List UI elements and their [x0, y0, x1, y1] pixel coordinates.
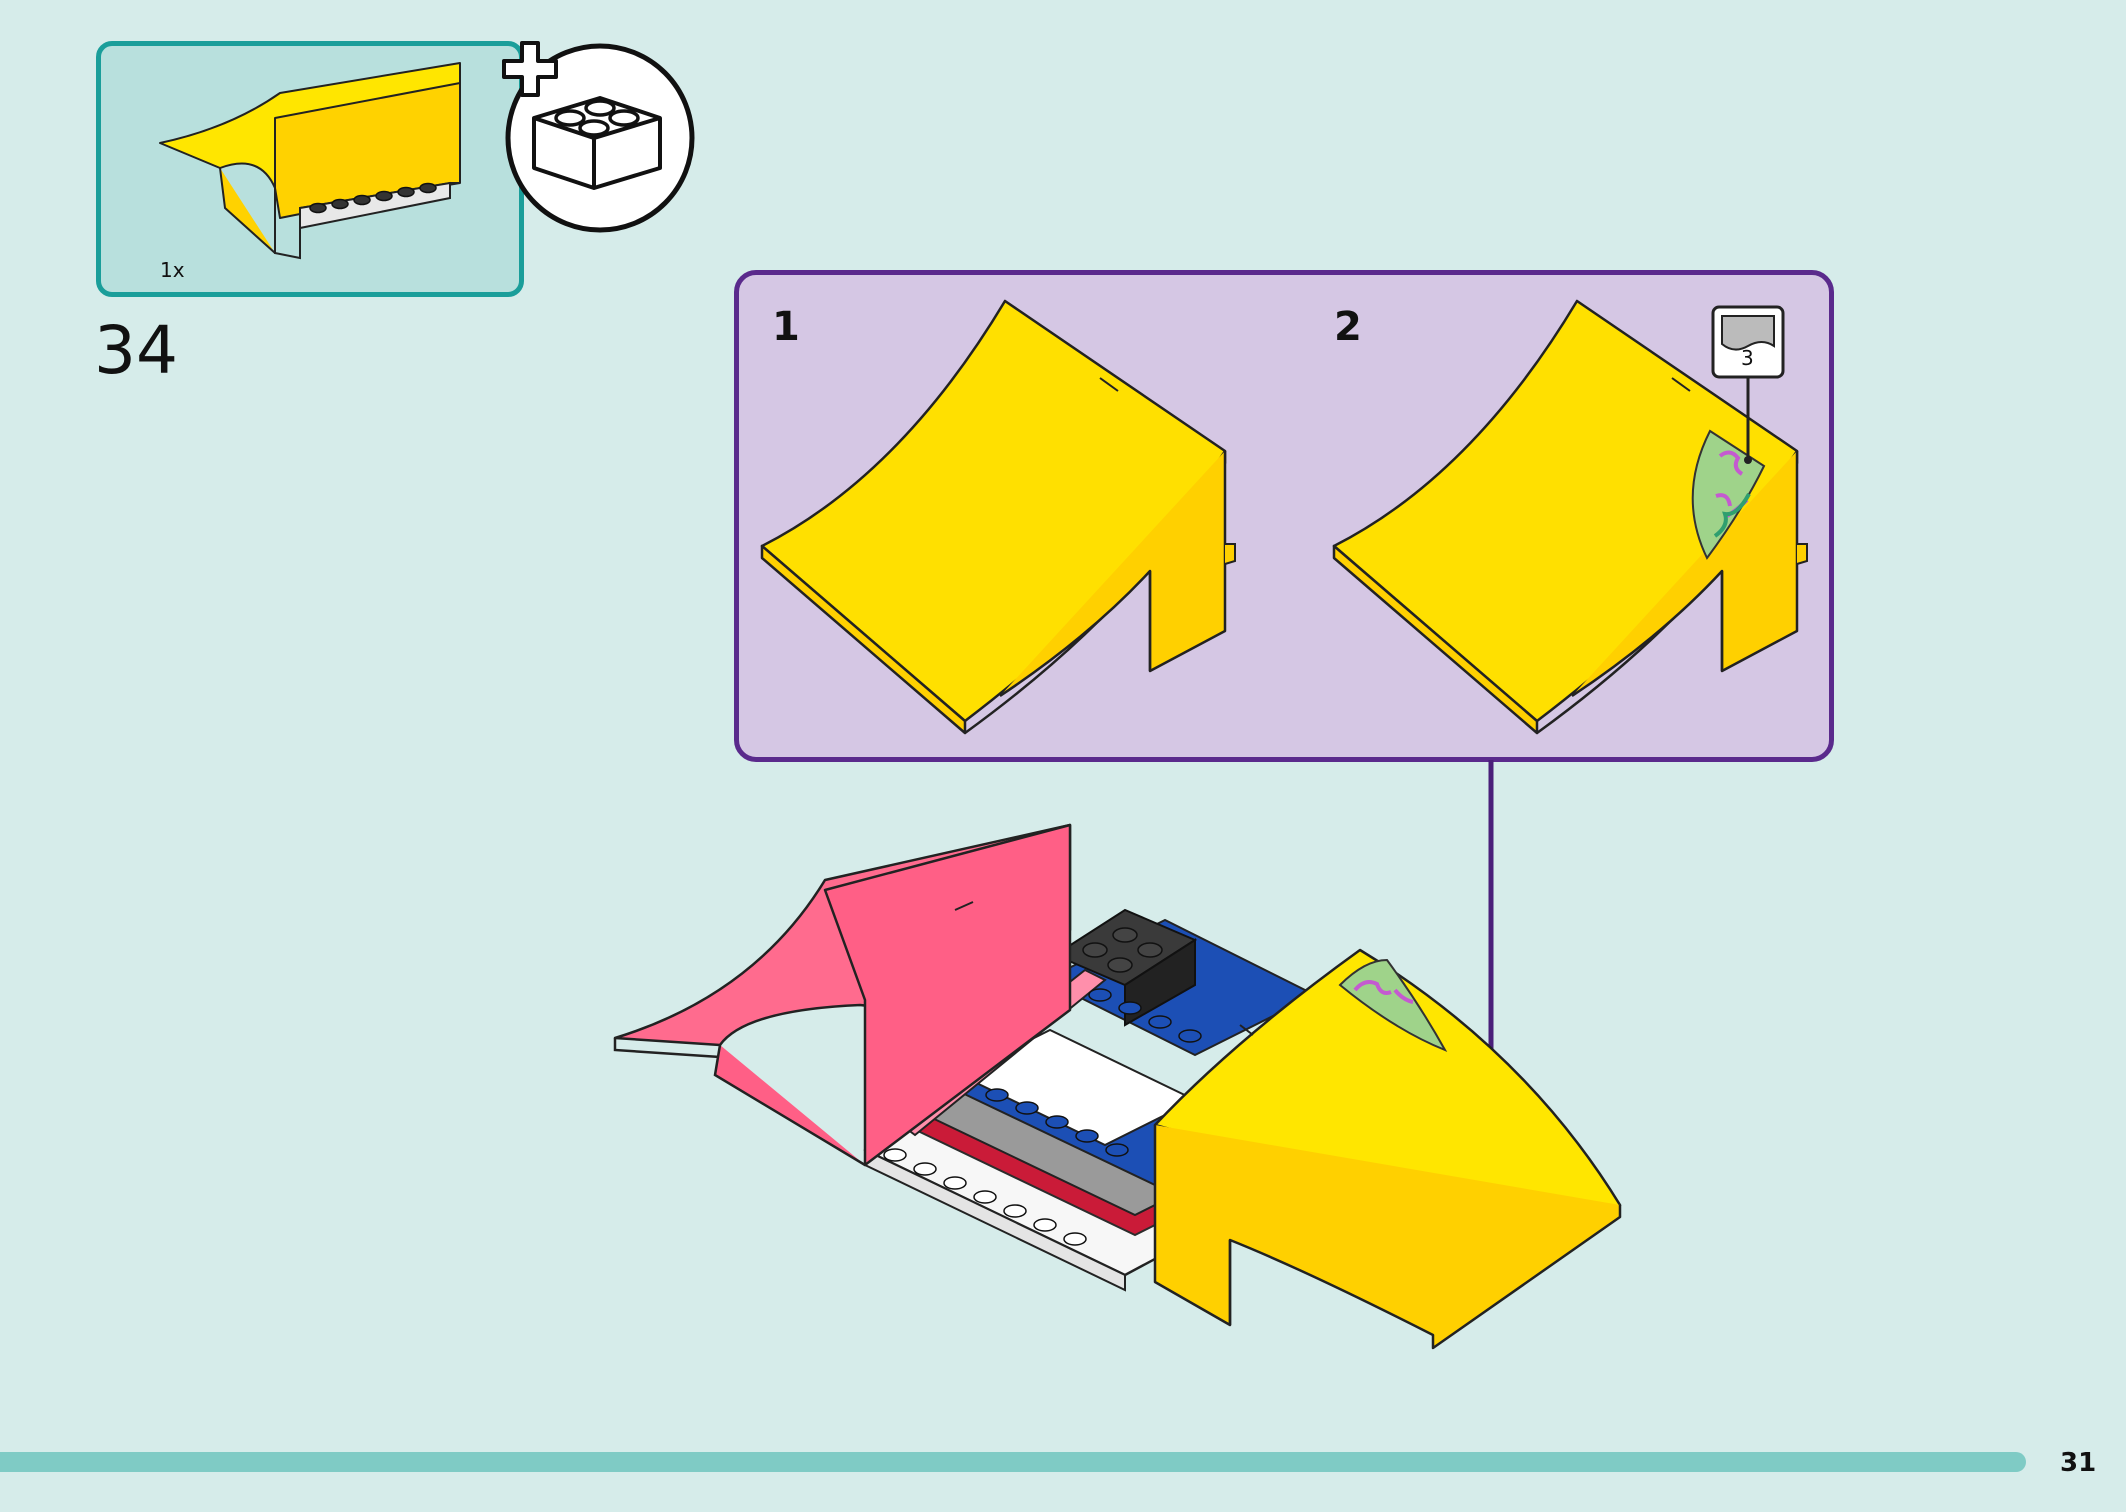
sticker-icon [1711, 305, 1785, 379]
substep-label-1: 1 [772, 304, 800, 350]
page-progress-bar [0, 1452, 2026, 1472]
part-quantity: 1x [160, 258, 185, 282]
substep-1-ramp-image [760, 299, 1236, 735]
substep-label-2: 2 [1334, 304, 1362, 350]
page-number: 31 [2060, 1448, 2097, 1478]
main-build-model-image [613, 823, 1622, 1350]
step-number: 34 [94, 312, 178, 389]
yellow-ramp-part-image [159, 62, 461, 260]
sticker-leader-line [1744, 378, 1752, 464]
add-bricks-icon [502, 41, 695, 233]
sticker-number: 3 [1741, 346, 1754, 370]
